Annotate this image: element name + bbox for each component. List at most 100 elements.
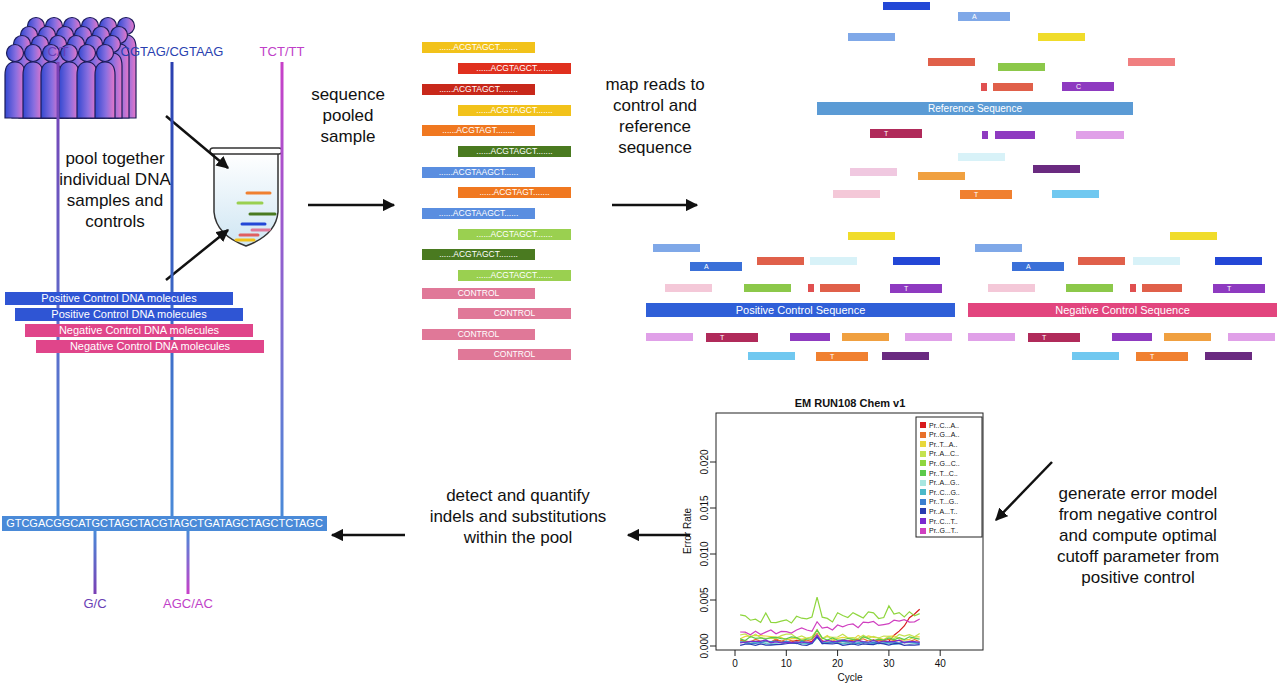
error-chart bbox=[710, 413, 983, 656]
read-bar bbox=[982, 131, 988, 139]
sequence-read: ......ACGTAAGCT...... bbox=[422, 208, 535, 219]
chart-label: 0.010 bbox=[699, 541, 711, 566]
variant-label: C/T bbox=[48, 44, 69, 60]
read-bar bbox=[646, 333, 693, 341]
node-text: ......ACGTAGCT....... bbox=[476, 105, 552, 116]
legend-swatch bbox=[920, 508, 926, 514]
mapped-read: A bbox=[690, 262, 742, 271]
node-text: GTCGACGGCATGCTAGCTACGTAGCTGATAGCTAGCTCTA… bbox=[6, 516, 323, 531]
error-series bbox=[740, 597, 920, 623]
node-text: T bbox=[720, 333, 724, 342]
chart-label: 30 bbox=[883, 658, 894, 670]
read-bar bbox=[1128, 58, 1175, 66]
mapped-read: A bbox=[1012, 262, 1064, 271]
node-text: T bbox=[884, 129, 888, 138]
result-sequence: GTCGACGGCATGCTAGCTACGTAGCTGATAGCTAGCTCTA… bbox=[2, 516, 327, 531]
legend-swatch bbox=[920, 432, 926, 438]
tick bbox=[940, 650, 941, 656]
node-text: Negative Control Sequence bbox=[1055, 303, 1190, 317]
read-bar bbox=[993, 83, 1033, 91]
read-bar bbox=[1133, 257, 1180, 265]
legend-text: Pr..A...T.. bbox=[929, 507, 957, 516]
node-text: T bbox=[1227, 284, 1231, 293]
node-text: CONTROL bbox=[494, 349, 536, 360]
step-label: map reads to control and reference seque… bbox=[590, 74, 720, 158]
node-text: Positive Control DNA molecules bbox=[41, 292, 196, 305]
mapped-read: T bbox=[706, 333, 758, 342]
step-label: sequence pooled sample bbox=[301, 84, 396, 147]
sequence-read: ......ACGTAGCT....... bbox=[458, 270, 571, 281]
node-text: ......ACGTAGCT........ bbox=[439, 249, 518, 260]
tick bbox=[710, 600, 716, 601]
read-bar bbox=[744, 284, 791, 292]
read-bar bbox=[808, 284, 814, 292]
sequence-read: ......ACGTAGCT....... bbox=[458, 146, 571, 157]
node-text: Positive Control DNA molecules bbox=[51, 308, 206, 321]
read-bar bbox=[842, 333, 889, 341]
legend-text: Pr..C...G.. bbox=[929, 488, 960, 497]
node-text: ......ACGTAGT....... bbox=[479, 187, 549, 198]
read-bar bbox=[975, 244, 1022, 252]
read-bar bbox=[1130, 284, 1136, 292]
read-bar bbox=[748, 352, 795, 360]
legend-swatch bbox=[920, 489, 926, 495]
error-series bbox=[740, 635, 920, 643]
read-bar bbox=[1170, 232, 1217, 240]
read-bar bbox=[820, 284, 860, 292]
node-text: Negative Control DNA molecules bbox=[59, 324, 219, 337]
control-molecule: Negative Control DNA molecules bbox=[36, 340, 264, 353]
legend-swatch bbox=[920, 480, 926, 486]
sequence-read: CONTROL bbox=[422, 329, 535, 340]
read-bar bbox=[958, 153, 1005, 161]
node-text: CONTROL bbox=[458, 288, 500, 299]
read-bar bbox=[918, 172, 965, 180]
control-sequence: Negative Control Sequence bbox=[968, 303, 1277, 317]
sequence-read: ......ACGTAGCT....... bbox=[458, 229, 571, 240]
sequence-read: ......ACGTAGCT........ bbox=[422, 84, 535, 95]
node-text: T bbox=[904, 284, 908, 293]
legend-text: Pr..C...T.. bbox=[929, 517, 958, 526]
error-series bbox=[740, 635, 920, 644]
node-text: ......ACGTAGCT........ bbox=[439, 84, 518, 95]
read-bar bbox=[1205, 352, 1252, 360]
legend-text: Pr..G...A.. bbox=[929, 430, 959, 439]
tick bbox=[710, 554, 716, 555]
read-bar bbox=[1033, 165, 1080, 173]
person-head bbox=[25, 45, 42, 62]
read-bar bbox=[1112, 333, 1152, 341]
chart-label: EM RUN108 Chem v1 bbox=[795, 397, 906, 410]
legend-swatch bbox=[920, 460, 926, 466]
node-text: A bbox=[704, 262, 709, 271]
chart-label: Error Rate bbox=[682, 508, 694, 554]
variant-label: TCT/TT bbox=[260, 44, 305, 60]
read-bar bbox=[848, 232, 895, 240]
node-text: C bbox=[1076, 82, 1081, 91]
chart-label: 40 bbox=[935, 658, 946, 670]
read-bar bbox=[883, 2, 930, 10]
read-bar bbox=[1076, 131, 1124, 139]
chart-label: 0.000 bbox=[699, 633, 711, 658]
step-label: generate error model from negative contr… bbox=[1043, 483, 1233, 588]
node-text: A bbox=[972, 12, 977, 21]
sequence-read: CONTROL bbox=[458, 308, 571, 319]
tick bbox=[735, 650, 736, 656]
person-body bbox=[77, 62, 97, 118]
node-text: ......ACGTAGCT....... bbox=[476, 146, 552, 157]
sequence-read: ......ACGTAGCT........ bbox=[422, 42, 535, 53]
person-head bbox=[97, 45, 114, 62]
mapped-read: T bbox=[870, 129, 922, 138]
chart-label: 0.020 bbox=[699, 449, 711, 474]
sequence-read: ......ACGTAGCT....... bbox=[458, 105, 571, 116]
node-text: ......ACGTAGCT....... bbox=[476, 270, 552, 281]
node-text: ......ACGTAGCT........ bbox=[439, 42, 518, 53]
step-label: detect and quantify indels and substitut… bbox=[423, 485, 613, 548]
tick bbox=[710, 646, 716, 647]
node-text: T bbox=[974, 190, 978, 199]
mapped-read: T bbox=[890, 284, 942, 293]
read-bar bbox=[810, 257, 857, 265]
sequence-read: CONTROL bbox=[458, 349, 571, 360]
control-molecule: Positive Control DNA molecules bbox=[5, 292, 233, 305]
tick bbox=[735, 656, 940, 657]
sequence-read: ......ACGTAGT....... bbox=[458, 187, 571, 198]
mapped-read: T bbox=[1213, 284, 1265, 293]
